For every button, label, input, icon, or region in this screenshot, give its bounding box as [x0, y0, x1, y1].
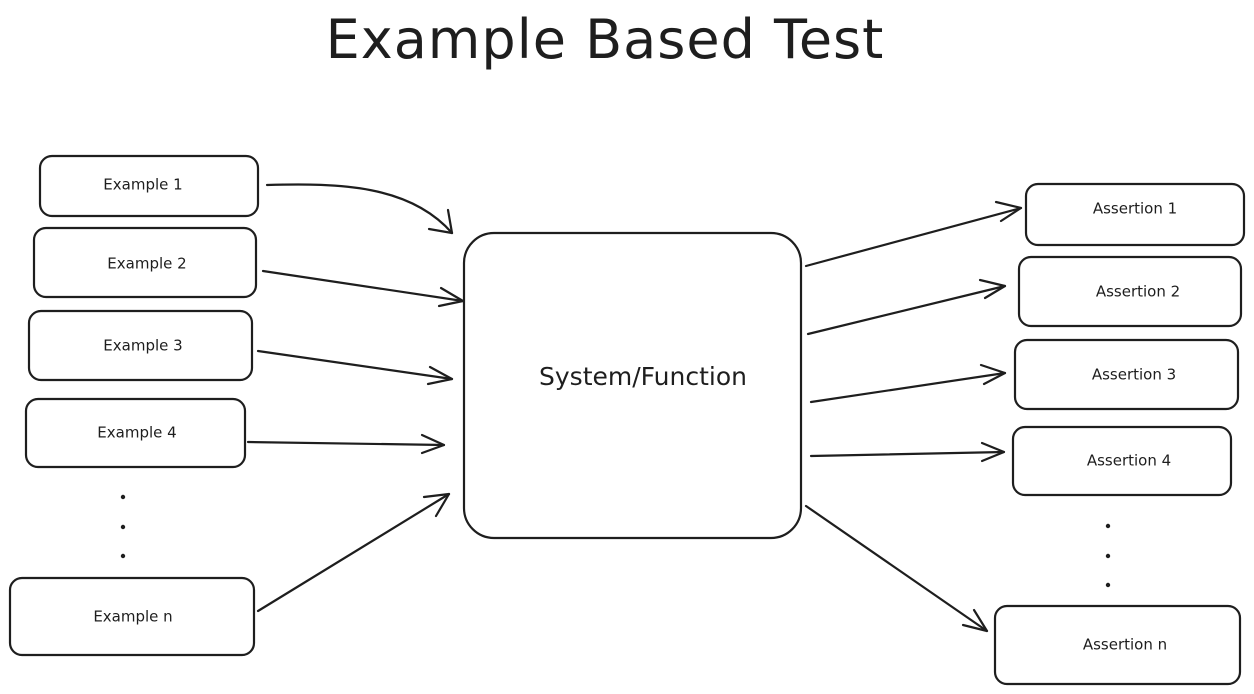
arrow-example-3-to-system	[256, 349, 454, 386]
example-box-4: Example 4	[24, 397, 247, 469]
example-label-3: Example 3	[103, 337, 182, 355]
assertion-ellipsis	[1105, 523, 1111, 588]
system-function-box: System/Function	[462, 231, 803, 540]
assertion-box-4: Assertion 4	[1011, 425, 1233, 497]
example-box-1: Example 1	[38, 154, 260, 218]
assertion-box-2: Assertion 2	[1017, 255, 1243, 328]
arrow-example-4-to-system	[246, 433, 446, 455]
example-box-3: Example 3	[27, 309, 254, 382]
arrow-system-to-assertion-2	[806, 278, 1007, 336]
example-label-2: Example 2	[107, 255, 186, 273]
assertion-label-3: Assertion 3	[1092, 366, 1176, 384]
diagram-title: Example Based Test	[325, 8, 885, 71]
arrow-system-to-assertion-4	[809, 441, 1006, 463]
arrow-system-to-assertion-1	[804, 200, 1023, 268]
example-ellipsis	[120, 494, 126, 559]
arrow-example-1-to-system	[265, 183, 454, 235]
example-label-n: Example n	[93, 608, 172, 626]
assertion-label-2: Assertion 2	[1096, 283, 1180, 301]
assertion-label-1: Assertion 1	[1093, 200, 1177, 218]
assertion-label-4: Assertion 4	[1087, 452, 1171, 470]
example-box-2: Example 2	[32, 226, 258, 299]
example-label-4: Example 4	[97, 424, 176, 442]
example-box-n: Example n	[8, 576, 256, 657]
arrow-system-to-assertion-n	[804, 504, 989, 633]
arrow-example-n-to-system	[256, 492, 451, 613]
assertion-label-n: Assertion n	[1083, 636, 1167, 654]
assertion-box-n: Assertion n	[993, 604, 1242, 686]
assertion-box-1: Assertion 1	[1024, 182, 1246, 247]
system-function-label: System/Function	[539, 362, 747, 391]
example-label-1: Example 1	[103, 176, 182, 194]
arrow-system-to-assertion-3	[809, 363, 1007, 404]
assertion-box-3: Assertion 3	[1013, 338, 1240, 411]
arrow-example-2-to-system	[261, 269, 465, 308]
